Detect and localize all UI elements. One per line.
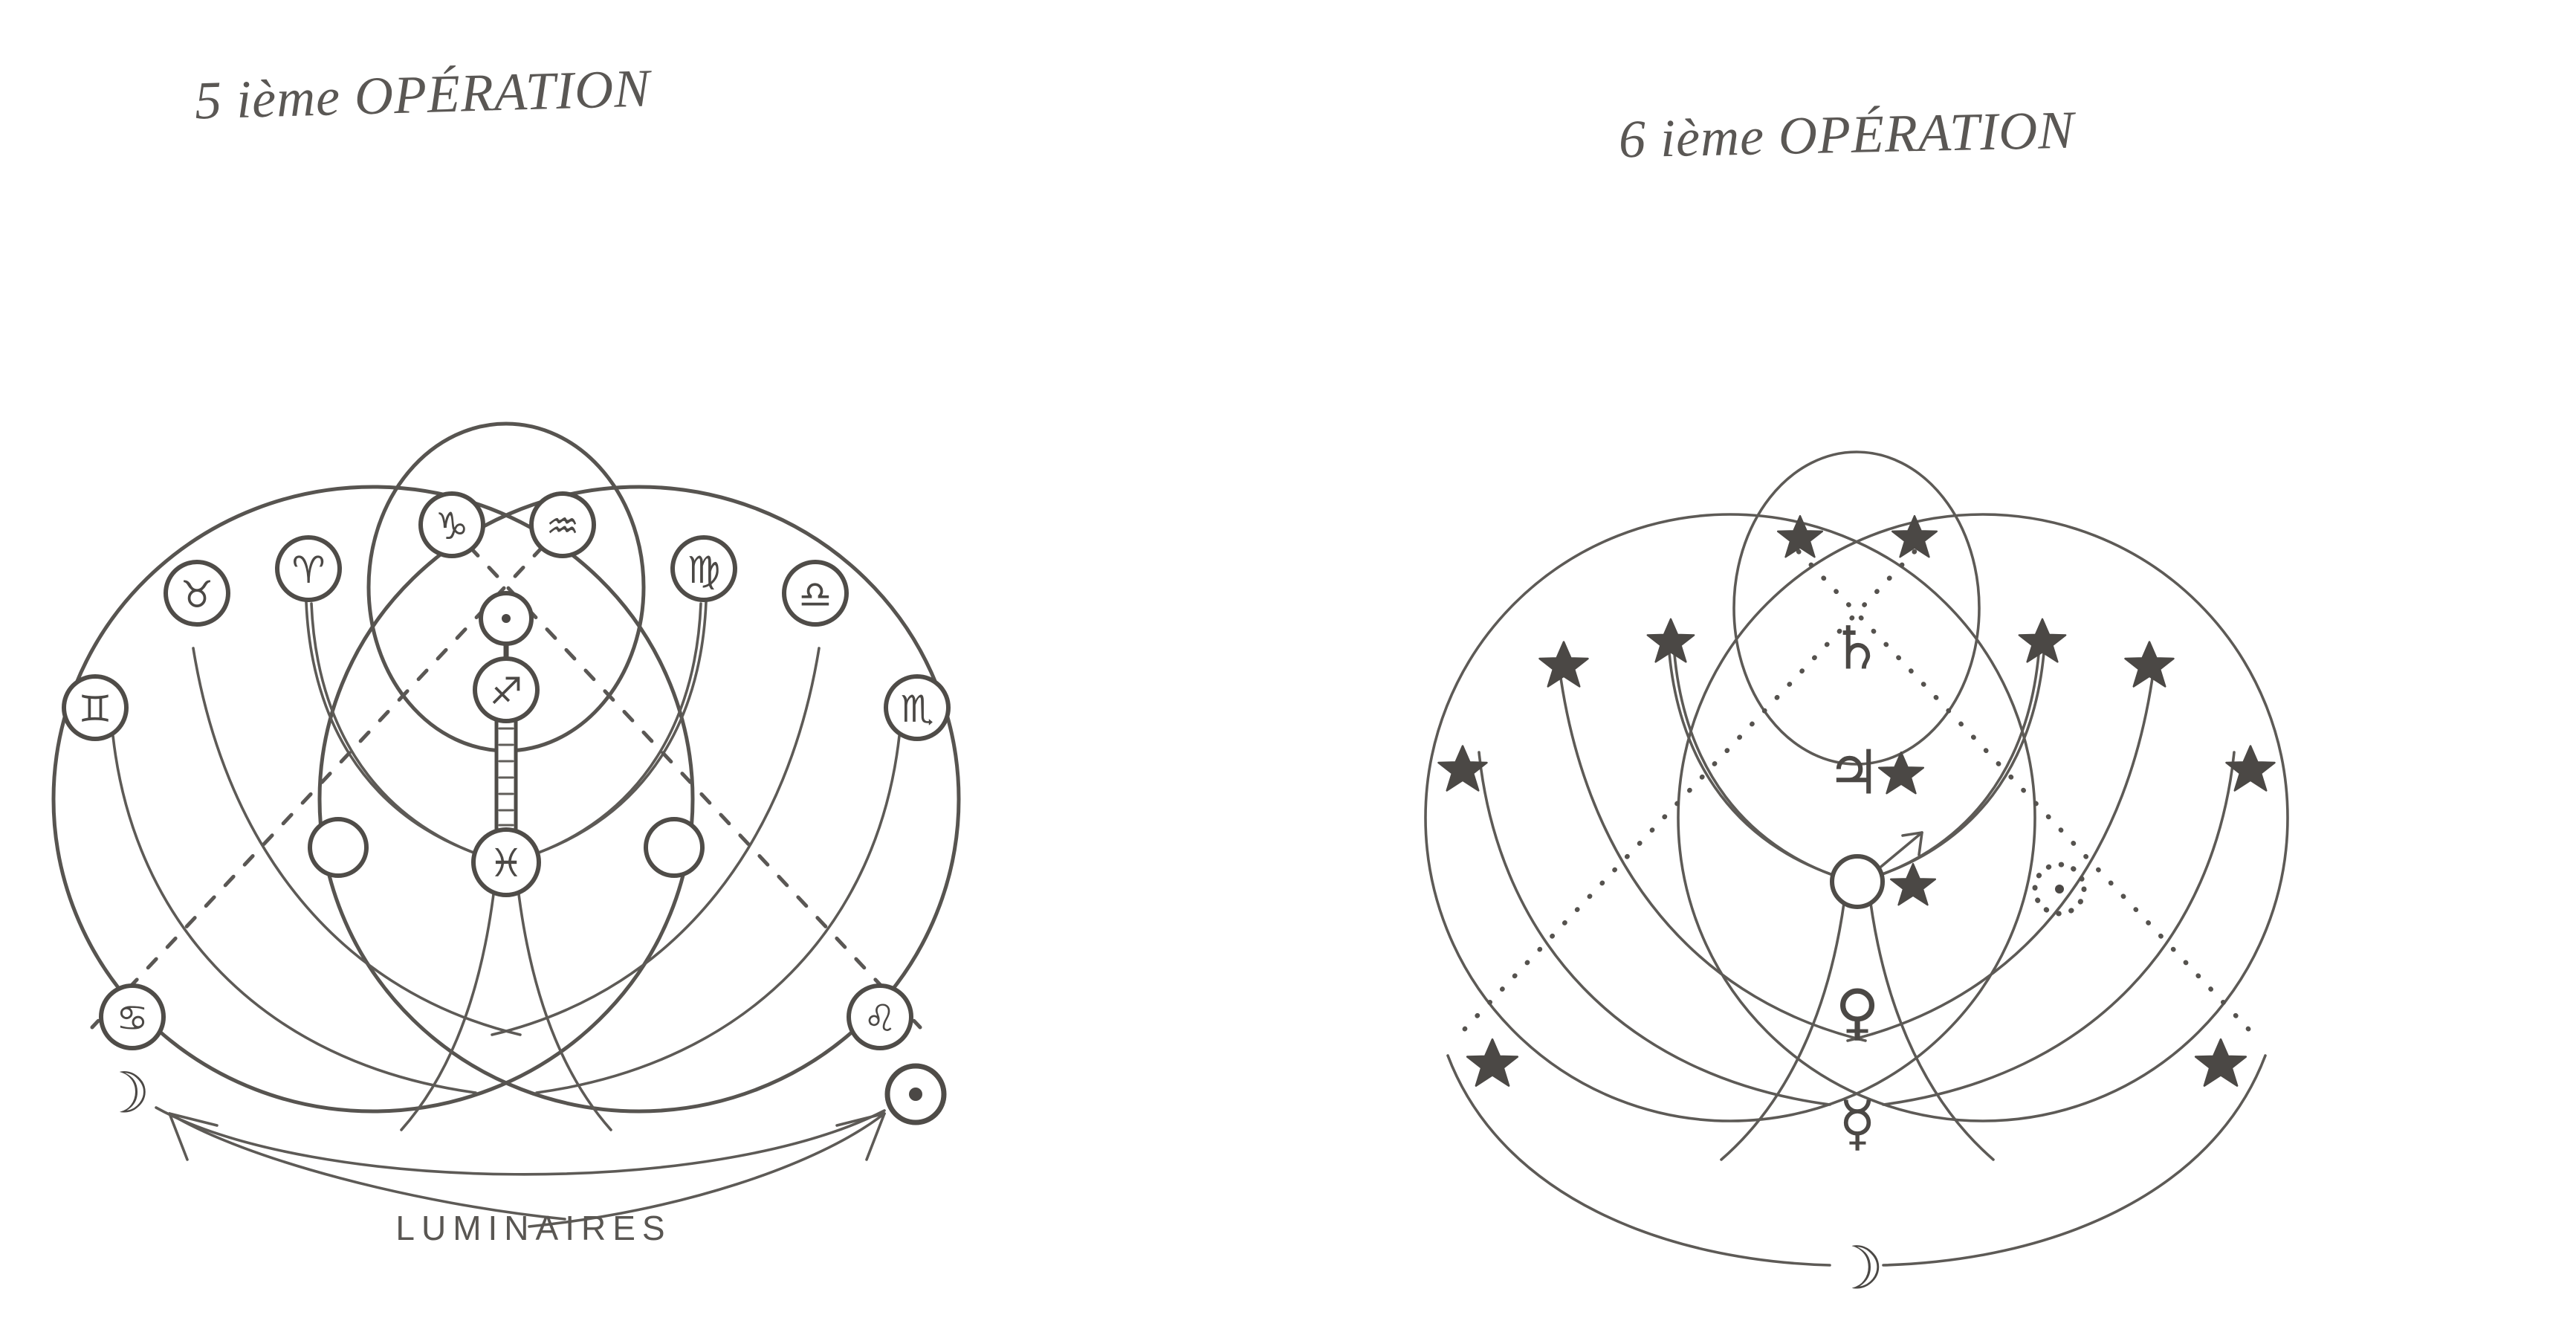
glyph-moon: ☽: [1831, 1234, 1884, 1303]
bottom-arc: [1446, 1054, 2267, 1267]
star-node-9[interactable]: [2225, 745, 2276, 792]
star-node-4[interactable]: [1538, 641, 1589, 688]
zodiac-node-leo[interactable]: ♌: [847, 983, 913, 1050]
right-inner-arcs: [1846, 627, 2236, 1106]
central-stem: [1720, 885, 1995, 1161]
zodiac-node-aquarius[interactable]: ♒: [529, 491, 596, 558]
star-node-1[interactable]: [1776, 514, 1824, 558]
glyph-venus: ♀: [1835, 978, 1880, 1048]
top-sun-marker: [479, 591, 534, 646]
zodiac-node-cancer[interactable]: ♋: [99, 983, 166, 1050]
luminary-moon: ☽: [100, 1060, 150, 1126]
left-diagram-5th-operation: ♑ ♒ ♈ ♉ ♊ ♋: [0, 0, 1263, 1341]
right-inner-arcs: [491, 601, 901, 1094]
glyph-aries: ♈: [292, 549, 326, 592]
top-circle: [1732, 450, 1981, 766]
mars-arrow: [1876, 831, 1923, 871]
star-node-11[interactable]: [1877, 751, 1925, 795]
ladder-band: [494, 710, 518, 841]
glyph-taurus: ♉: [181, 573, 214, 616]
glyph-capricorn: ♑: [436, 505, 469, 548]
luminaires-arrow-left: [168, 1112, 566, 1221]
zodiac-node-virgo[interactable]: ♍: [670, 535, 737, 602]
left-blank-node: [308, 817, 369, 878]
star-node-5[interactable]: [1437, 745, 1488, 792]
zodiac-node-libra[interactable]: ♎: [782, 560, 849, 627]
star-node-6[interactable]: [1466, 1038, 1519, 1087]
planet-mercury[interactable]: ☿: [1839, 1089, 1876, 1160]
glyph-cancer: ♋: [116, 998, 148, 1039]
central-stem: [400, 867, 612, 1131]
zodiac-node-taurus[interactable]: ♉: [164, 560, 230, 627]
outer-left-circle: [51, 485, 695, 1114]
star-node-8[interactable]: [2124, 641, 2175, 688]
zodiac-node-sagittarius[interactable]: ♐: [473, 656, 540, 723]
glyph-saturn: ♄: [1830, 614, 1883, 683]
right-diagram-6th-operation: ♄ ♃ ♀ ☿ ☽: [1278, 0, 2576, 1341]
zodiac-node-aries[interactable]: ♈: [275, 535, 342, 602]
right-blank-node: [644, 817, 705, 878]
planet-moon[interactable]: ☽: [1831, 1234, 1884, 1303]
luminary-sun: [884, 1063, 947, 1125]
zodiac-node-pisces[interactable]: ♓: [471, 827, 541, 897]
glyph-mercury: ☿: [1839, 1089, 1876, 1160]
outer-right-circle: [317, 485, 961, 1114]
planet-venus[interactable]: ♀: [1835, 978, 1880, 1048]
luminaires-baseline: [155, 1106, 886, 1176]
star-node-7[interactable]: [2018, 618, 2067, 663]
dotted-diagonals: [1451, 549, 2262, 1044]
planet-mars-hub[interactable]: [1830, 854, 1885, 909]
glyph-pisces: ♓: [489, 841, 524, 886]
glyph-virgo: ♍: [687, 549, 721, 592]
glyph-sagittarius: ♐: [490, 670, 523, 713]
glyph-leo: ♌: [864, 997, 897, 1040]
star-node-3[interactable]: [1646, 618, 1695, 663]
sun-marker-dotted: [2032, 862, 2087, 917]
planet-jupiter[interactable]: ♃: [1826, 738, 1881, 809]
glyph-jupiter: ♃: [1826, 738, 1881, 809]
planet-saturn[interactable]: ♄: [1830, 614, 1883, 683]
star-node-2[interactable]: [1891, 514, 1938, 558]
glyph-moon: ☽: [100, 1060, 150, 1126]
zodiac-node-capricorn[interactable]: ♑: [418, 491, 485, 558]
luminaires-label: LUMINAIRES: [395, 1209, 671, 1247]
left-inner-arcs: [111, 601, 522, 1094]
glyph-aquarius: ♒: [546, 505, 580, 548]
outer-left-circle: [1424, 513, 2036, 1122]
star-node-12[interactable]: [1889, 862, 1937, 906]
left-inner-arcs: [1478, 627, 1867, 1106]
star-node-10[interactable]: [2194, 1038, 2247, 1087]
zodiac-node-gemini[interactable]: ♊: [62, 674, 129, 741]
outer-right-circle: [1677, 513, 2289, 1122]
glyph-gemini: ♊: [79, 688, 112, 731]
glyph-scorpio: ♏: [901, 688, 934, 731]
glyph-libra: ♎: [799, 573, 832, 616]
zodiac-node-scorpio[interactable]: ♏: [884, 674, 951, 741]
